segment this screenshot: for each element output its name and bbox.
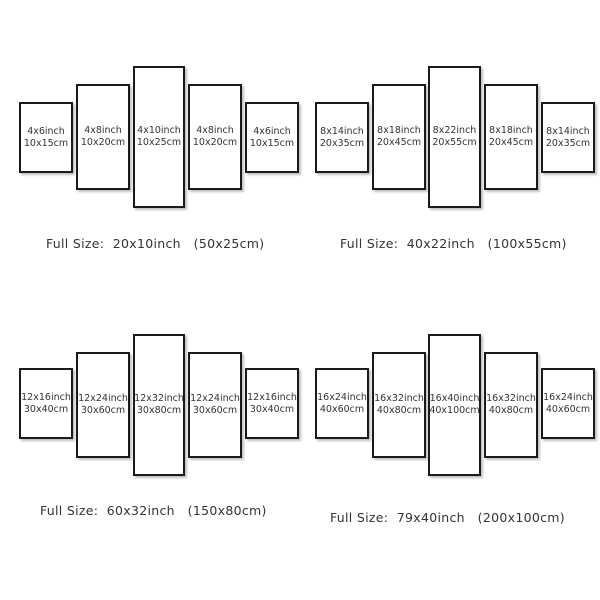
canvas-panel: 16x24inch 40x60cm [315,368,369,439]
panel-cm-label: 30x60cm [192,405,238,416]
panel-inch-label: 16x24inch [543,391,593,403]
canvas-panel: 4x6inch 10x15cm [245,102,299,173]
canvas-panel: 16x32inch 40x80cm [484,352,538,458]
panel-cm-label: 30x40cm [23,403,69,415]
canvas-panel: 8x22inch 20x55cm [428,66,481,208]
panel-inch-label: 12x24inch [190,393,240,404]
canvas-panel: 8x14inch 20x35cm [315,102,369,173]
panel-cm-label: 40x80cm [488,405,534,416]
panel-inch-label: 8x18inch [377,125,421,136]
canvas-panel: 12x16inch 30x40cm [245,368,299,439]
panel-cm-label: 40x60cm [319,403,365,415]
panel-inch-label: 12x16inch [247,391,297,403]
canvas-panel: 16x32inch 40x80cm [372,352,426,458]
panel-inch-label: 12x32inch [134,393,184,404]
canvas-panel: 12x32inch 30x80cm [133,334,185,476]
canvas-panel: 12x16inch 30x40cm [19,368,73,439]
canvas-panel: 12x24inch 30x60cm [188,352,242,458]
full-size-caption: Full Size: 40x22inch (100x55cm) [340,236,567,251]
panel-cm-label: 20x45cm [488,137,534,148]
panel-cm-label: 40x100cm [429,405,480,416]
panel-cm-label: 10x15cm [249,137,295,149]
panel-cm-label: 10x15cm [23,137,69,149]
panel-inch-label: 4x10inch [137,125,181,136]
panel-cm-label: 30x60cm [80,405,126,416]
panel-inch-label: 8x14inch [546,125,590,137]
panel-inch-label: 12x24inch [78,393,128,404]
panel-inch-label: 16x24inch [317,391,367,403]
panel-cm-label: 40x80cm [376,405,422,416]
panel-inch-label: 8x14inch [320,125,364,137]
canvas-panel: 8x18inch 20x45cm [372,84,426,190]
panel-cm-label: 10x25cm [136,137,182,148]
panel-cm-label: 20x35cm [545,137,591,149]
panel-inch-label: 16x32inch [486,393,536,404]
canvas-panel: 4x8inch 10x20cm [76,84,130,190]
panel-inch-label: 4x8inch [196,125,234,136]
panel-inch-label: 16x32inch [374,393,424,404]
canvas-panel: 12x24inch 30x60cm [76,352,130,458]
canvas-panel: 16x24inch 40x60cm [541,368,595,439]
panel-inch-label: 12x16inch [21,391,71,403]
panel-cm-label: 10x20cm [80,137,126,148]
panel-cm-label: 10x20cm [192,137,238,148]
panel-inch-label: 16x40inch [429,393,480,404]
panel-cm-label: 30x40cm [249,403,295,415]
canvas-panel: 4x6inch 10x15cm [19,102,73,173]
full-size-caption: Full Size: 20x10inch (50x25cm) [46,236,265,251]
canvas-panel: 8x18inch 20x45cm [484,84,538,190]
panel-cm-label: 20x45cm [376,137,422,148]
full-size-caption: Full Size: 79x40inch (200x100cm) [330,510,565,525]
panel-cm-label: 40x60cm [545,403,591,415]
canvas-panel: 4x8inch 10x20cm [188,84,242,190]
panel-inch-label: 8x18inch [489,125,533,136]
panel-inch-label: 4x6inch [27,125,65,137]
panel-inch-label: 4x6inch [253,125,291,137]
full-size-caption: Full Size: 60x32inch (150x80cm) [40,503,267,518]
canvas-panel: 8x14inch 20x35cm [541,102,595,173]
panel-cm-label: 30x80cm [136,405,182,416]
panel-cm-label: 20x35cm [319,137,365,149]
panel-inch-label: 4x8inch [84,125,122,136]
panel-inch-label: 8x22inch [432,125,477,136]
canvas-panel: 16x40inch 40x100cm [428,334,481,476]
panel-cm-label: 20x55cm [432,137,477,148]
canvas-panel: 4x10inch 10x25cm [133,66,185,208]
